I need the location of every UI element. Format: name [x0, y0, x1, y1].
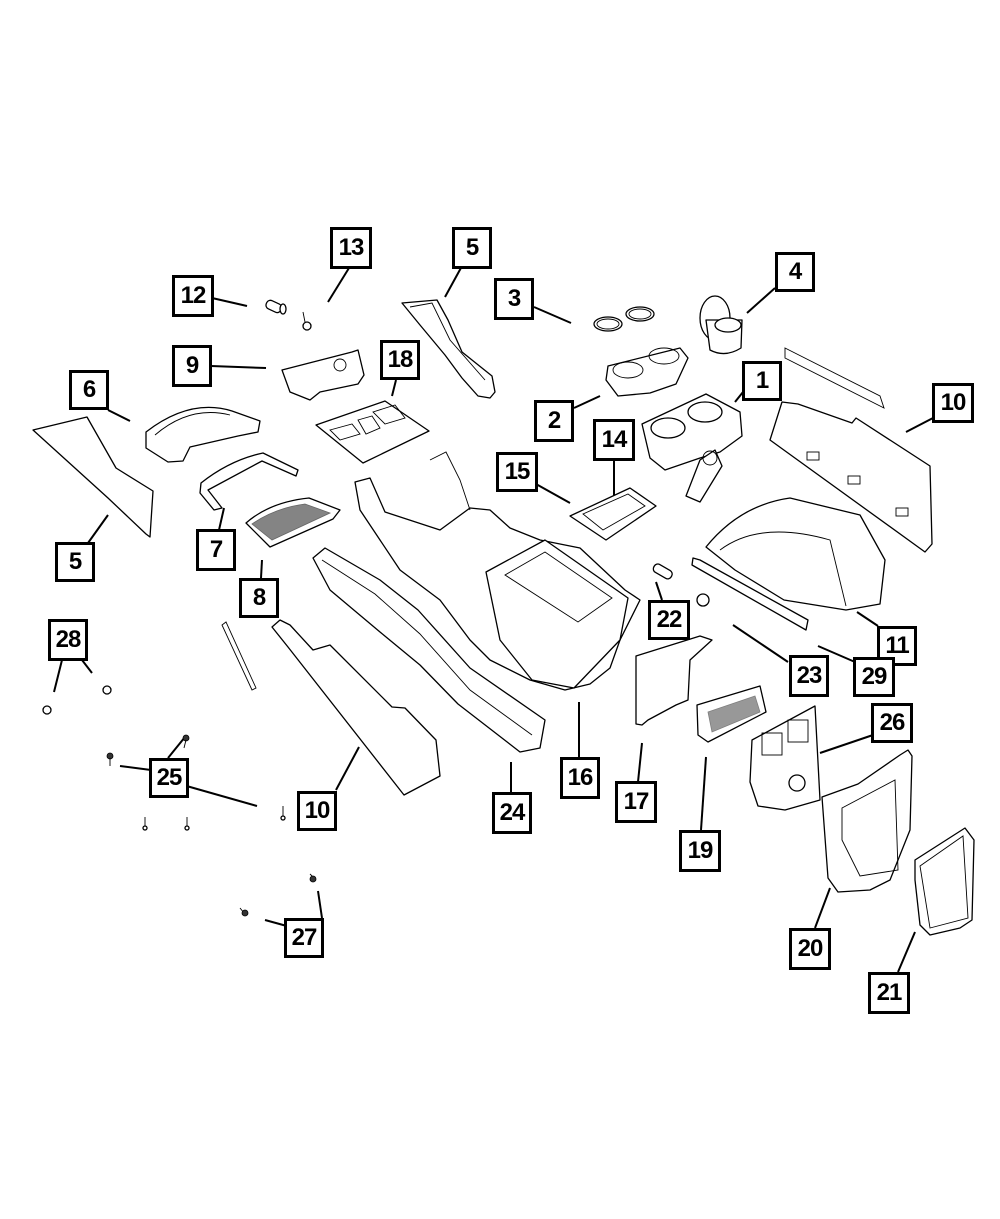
leader-10a — [905, 417, 934, 433]
leader-23 — [732, 624, 789, 663]
callout-12[interactable]: 12 — [172, 275, 214, 317]
part-18-plate — [315, 400, 430, 464]
leader-5a — [444, 265, 463, 298]
part-21-ring — [914, 827, 975, 936]
part-4-insert — [699, 295, 743, 355]
callout-27[interactable]: 27 — [284, 918, 324, 958]
callout-7[interactable]: 7 — [196, 529, 236, 571]
leader-6 — [107, 409, 131, 422]
callout-21[interactable]: 21 — [868, 972, 910, 1014]
part-10-right-panel — [769, 347, 933, 553]
part-19-vent — [696, 685, 767, 743]
part-13-clip — [302, 311, 312, 331]
leader-12 — [211, 297, 248, 307]
callout-5-lower[interactable]: 5 — [55, 542, 95, 582]
leader-9 — [210, 365, 267, 369]
part-10-left-panel — [221, 619, 441, 796]
leader-21 — [897, 931, 916, 973]
callout-15[interactable]: 15 — [496, 452, 538, 492]
callout-18[interactable]: 18 — [380, 340, 420, 380]
callout-6[interactable]: 6 — [69, 370, 109, 410]
leader-26 — [819, 734, 874, 754]
callout-8[interactable]: 8 — [239, 578, 279, 618]
part-9-housing — [281, 349, 365, 401]
leader-13 — [327, 267, 350, 303]
leader-17 — [637, 742, 643, 783]
callout-23[interactable]: 23 — [789, 655, 829, 697]
callout-22[interactable]: 22 — [648, 600, 690, 640]
callout-24[interactable]: 24 — [492, 792, 532, 834]
leader-8 — [260, 559, 263, 579]
callout-10-right[interactable]: 10 — [932, 383, 974, 423]
leader-5b — [87, 514, 109, 544]
part-20-trim — [821, 749, 913, 893]
callout-17[interactable]: 17 — [615, 781, 657, 823]
leader-25a — [167, 736, 186, 759]
leader-28b — [81, 659, 93, 674]
part-26-bezel — [749, 705, 821, 811]
leader-19 — [700, 756, 707, 831]
leader-20 — [814, 887, 831, 929]
part-22-outlet — [652, 563, 710, 607]
part-23-hinge — [691, 557, 809, 631]
leader-25c — [175, 782, 258, 807]
leader-lines — [53, 265, 934, 973]
callout-29[interactable]: 29 — [853, 657, 895, 697]
callout-5-upper[interactable]: 5 — [452, 227, 492, 269]
leader-2 — [573, 395, 601, 409]
part-1-cupholder — [641, 393, 743, 503]
leader-29 — [817, 645, 856, 663]
leader-7 — [218, 507, 225, 531]
leader-15 — [535, 483, 571, 504]
leader-18 — [391, 379, 397, 397]
callout-25[interactable]: 25 — [149, 758, 189, 798]
part-5-upper-trim — [401, 299, 496, 399]
callout-2[interactable]: 2 — [534, 400, 574, 442]
part-17-bracket — [635, 635, 713, 726]
part-6-bezel — [145, 406, 261, 463]
part-7-frame — [199, 452, 299, 511]
callout-3[interactable]: 3 — [494, 278, 534, 320]
leader-28a — [53, 659, 63, 693]
callout-9[interactable]: 9 — [172, 345, 212, 387]
part-3-ring — [593, 306, 655, 332]
callout-13[interactable]: 13 — [330, 227, 372, 269]
callout-20[interactable]: 20 — [789, 928, 831, 970]
part-16-base — [354, 451, 641, 691]
callout-14[interactable]: 14 — [593, 419, 635, 461]
callout-1[interactable]: 1 — [742, 361, 782, 401]
callout-16[interactable]: 16 — [560, 757, 600, 799]
parts-artwork — [32, 295, 975, 936]
leader-27b — [317, 890, 323, 919]
callout-4[interactable]: 4 — [775, 252, 815, 292]
part-2-housing — [605, 347, 689, 397]
leader-22 — [655, 581, 663, 601]
fasteners — [42, 685, 317, 917]
part-12-outlet — [265, 299, 287, 315]
leader-11 — [856, 611, 879, 627]
leader-4 — [746, 287, 776, 314]
leader-25b — [119, 765, 152, 771]
callout-26[interactable]: 26 — [871, 703, 913, 743]
part-5-lower-trim — [32, 416, 154, 538]
callout-19[interactable]: 19 — [679, 830, 721, 872]
part-24-duct — [312, 547, 546, 753]
leader-1 — [734, 391, 744, 403]
leader-10b — [335, 746, 360, 791]
callout-10-left[interactable]: 10 — [297, 791, 337, 831]
part-11-armrest — [705, 497, 886, 611]
leader-3 — [533, 306, 572, 324]
part-14-tray — [569, 487, 657, 541]
callout-28[interactable]: 28 — [48, 619, 88, 661]
